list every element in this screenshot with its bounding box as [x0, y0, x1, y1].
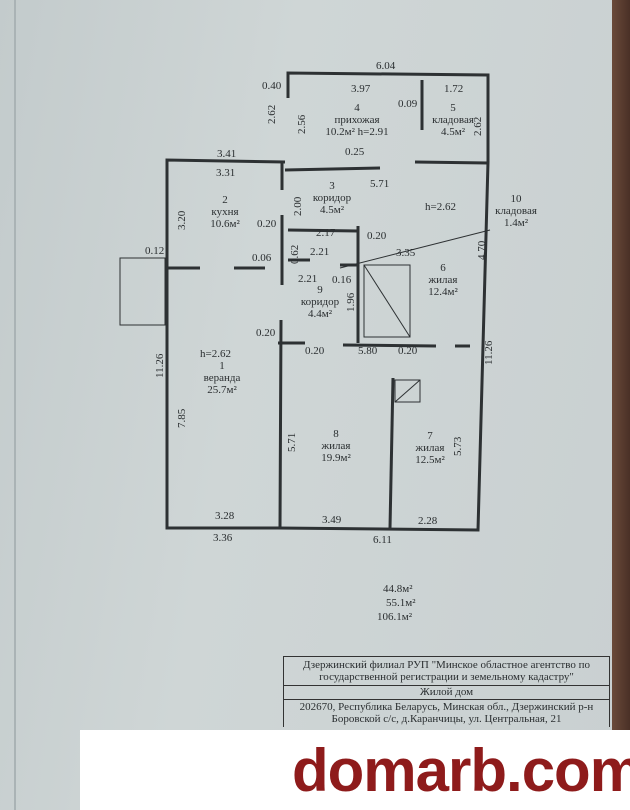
dim-label: 2.17 [316, 227, 336, 239]
document-paper [0, 0, 612, 810]
total-usable-area: 55.1м² [386, 597, 416, 609]
dim-label: 2.21 [298, 273, 318, 285]
dim-label: 11.26 [154, 353, 166, 378]
dim-label: 2.62 [472, 116, 484, 136]
wall-hall [284, 166, 381, 172]
dim-label: 2.56 [296, 114, 308, 134]
dim-label: 0.09 [398, 98, 418, 110]
page-fold [14, 0, 16, 810]
title-block: Дзержинский филиал РУП "Минское областно… [283, 656, 610, 727]
dim-label: 5.73 [452, 436, 464, 456]
wall-corr-horizontal [287, 228, 359, 267]
total-living-area: 44.8м² [383, 583, 413, 595]
dim-label: h=2.62 [200, 348, 231, 360]
dim-label: 3.31 [216, 167, 236, 179]
dim-label: 11.26 [483, 340, 495, 365]
address: 202670, Республика Беларусь, Минская обл… [299, 701, 594, 725]
stove-7 [394, 379, 421, 403]
dim-label: 0.20 [305, 345, 325, 357]
dim-label: 0.20 [398, 345, 418, 357]
total-area: 106.1м² [377, 611, 413, 623]
dim-label: 3.97 [351, 83, 371, 95]
wall-kitchen-corridor [278, 162, 284, 529]
dim-label: 0.06 [252, 252, 272, 264]
dim-label: 0.20 [256, 327, 276, 339]
dim-label: 6.11 [373, 534, 392, 546]
dim-label: 2.21 [310, 246, 330, 258]
dim-label: 2.00 [292, 196, 304, 216]
dim-label: 3.41 [217, 148, 237, 160]
leader-10 [339, 229, 491, 269]
dim-label: 3.28 [215, 510, 235, 522]
dim-label: 1.96 [345, 292, 357, 312]
dim-label: 0.25 [345, 146, 365, 158]
dim-label: 3.20 [176, 210, 188, 230]
wall-row-8 [278, 341, 470, 348]
dim-label: 0.62 [289, 244, 301, 264]
dim-label: 0.12 [145, 245, 165, 257]
dim-label: 0.20 [367, 230, 387, 242]
outer-wall [165, 71, 490, 532]
dim-label: 2.62 [266, 104, 278, 124]
watermark-text: domarb.com [292, 737, 630, 804]
dim-label: 3.49 [322, 514, 342, 526]
dim-label: 0.40 [262, 80, 282, 92]
watermark-banner: domarb.com [80, 730, 630, 810]
dim-label: 0.16 [332, 274, 352, 286]
dim-label: 3.36 [213, 532, 233, 544]
organization: Дзержинский филиал РУП "Минское областно… [284, 657, 609, 686]
dim-label: 3.35 [396, 247, 416, 259]
dim-label: 6.04 [376, 60, 396, 72]
dim-label: 5.71 [286, 432, 298, 452]
wall-7-8 [388, 377, 395, 529]
dim-label: 7.85 [176, 408, 188, 428]
stairs [363, 264, 411, 338]
dim-label: 5.71 [370, 178, 390, 190]
dim-label: 4.70 [476, 240, 488, 260]
wall-hall-right [414, 160, 489, 165]
dim-label: 5.80 [358, 345, 378, 357]
dim-label: 1.72 [444, 83, 464, 95]
dim-label: h=2.62 [425, 201, 456, 213]
dim-label: 2.28 [418, 515, 438, 527]
dim-label: 0.20 [257, 218, 277, 230]
table-edge [612, 0, 630, 810]
object-type: Жилой дом [284, 686, 609, 700]
